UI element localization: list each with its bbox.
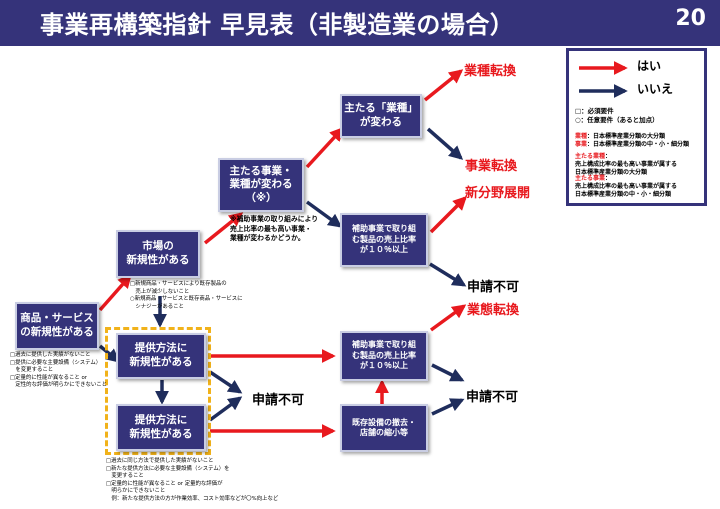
arrow-hojo-to-shinbunya xyxy=(429,196,467,234)
outcome-business-conversion: 事業転換 xyxy=(465,159,518,174)
legend-required: □：必須要件 xyxy=(575,107,614,115)
arrow-teikyo1-to-fuka xyxy=(209,370,243,394)
note-product-requirements: □過去に提供した実績がないこと □提供に必要な主要設備（システム） を変更するこ… xyxy=(10,352,108,389)
outcome-industry-conversion: 業種転換 xyxy=(464,64,517,79)
note-market-requirements: □新規商品・サービスにより既存製品の 売上が減少しないこと ○新規商品・サービス… xyxy=(130,281,243,310)
arrow-shijo-to-shutaru xyxy=(203,212,244,245)
legend-shutaru-jigyo-text: ： 売上構成比率の最も高い事業が属する 日本標準産業分類の中・小・細分類 xyxy=(575,175,678,199)
legend-jigyo-label: 事業 xyxy=(575,141,588,148)
outcome-format-conversion: 業態転換 xyxy=(467,303,520,318)
arrow-hojo-lower-to-fuka xyxy=(431,363,465,382)
box-sales-ratio-lower: 補助事業で取り組 む製品の売上比率 が１０％以上 xyxy=(340,331,428,381)
arrow-kison-to-fuka xyxy=(431,398,465,416)
box-sales-ratio-upper: 補助事業で取り組 む製品の売上比率 が１０％以上 xyxy=(340,213,428,267)
box-remove-equipment: 既存設備の撤去・ 店舗の縮小等 xyxy=(340,404,428,452)
box-main-industry-change: 主たる「業種」 が変わる xyxy=(340,94,422,138)
outcome-new-field: 新分野展開 xyxy=(465,186,531,201)
note-asterisk: ※補助事業の取り組みにより 売上比率の最も高い事業・ 業種が変わるかどうか。 xyxy=(230,215,319,243)
legend-no-label: いいえ xyxy=(637,82,674,96)
arrow-shutaru-to-hojo xyxy=(305,200,343,228)
legend-gyoshu-def: 業種：日本標準産業分類の大分類 xyxy=(575,133,665,141)
legend-shutaru-gyoshu-def: 主たる業種： 売上構成比率の最も高い事業が属する 日本標準産業分類の大分類 xyxy=(575,153,677,177)
page-number: 20 xyxy=(675,6,706,31)
legend-yes-label: はい xyxy=(637,59,662,73)
outcome-not-eligible-mid: 申請不可 xyxy=(252,393,305,408)
legend-optional: ○：任意要件（あると加点） xyxy=(575,116,659,124)
arrow-shutaru-to-gyoshu xyxy=(305,126,344,169)
outcome-not-eligible-right: 申請不可 xyxy=(467,280,520,295)
arrow-hojo-to-fuka xyxy=(429,262,467,287)
arrow-teikyo2-to-fuka xyxy=(208,396,243,422)
teikyo-dashed-group xyxy=(105,327,211,455)
arrow-gyoshu-to-jigyo xyxy=(426,127,464,160)
note-delivery-requirements: □過去に同じ方法で提供した実績がないこと □新たな提供方法に必要な主要設備（シス… xyxy=(106,458,279,502)
outcome-not-eligible-bottom: 申請不可 xyxy=(466,390,519,405)
arrow-hojo-to-gyotai xyxy=(429,304,467,332)
legend-gyoshu-label: 業種 xyxy=(575,133,588,140)
box-delivery-novelty-2: 提供方法に 新規性がある xyxy=(116,404,206,451)
arrow-shohin-to-shijo xyxy=(98,273,132,312)
header-bar: 事業再構築指針 早見表（非製造業の場合） 20 xyxy=(0,0,720,46)
legend-box: はい いいえ □：必須要件 ○：任意要件（あると加点） 業種：日本標準産業分類の… xyxy=(566,48,707,206)
legend-shutaru-gyoshu-label: 主たる業種 xyxy=(575,153,606,160)
box-delivery-novelty-1: 提供方法に 新規性がある xyxy=(116,333,206,379)
box-market-novelty: 市場の 新規性がある xyxy=(116,230,200,278)
page-title: 事業再構築指針 早見表（非製造業の場合） xyxy=(40,11,515,39)
legend-gyoshu-text: ：日本標準産業分類の大分類 xyxy=(587,133,666,140)
box-main-business-change: 主たる事業・ 業種が変わる （※） xyxy=(218,158,304,212)
arrow-gyoshu-to-gyoshutenkan xyxy=(423,69,464,102)
legend-jigyo-def: 事業：日本標準産業分類の中・小・細分類 xyxy=(575,141,689,149)
arrow-shohin-to-teikyo xyxy=(98,344,121,363)
box-shohin-service-novelty: 商品・サービス の新規性がある xyxy=(15,302,99,350)
legend-shutaru-gyoshu-text: ： 売上構成比率の最も高い事業が属する 日本標準産業分類の大分類 xyxy=(575,153,678,177)
legend-shutaru-jigyo-label: 主たる事業 xyxy=(575,175,606,182)
legend-shutaru-jigyo-def: 主たる事業： 売上構成比率の最も高い事業が属する 日本標準産業分類の中・小・細分… xyxy=(575,175,677,199)
legend-jigyo-text: ：日本標準産業分類の中・小・細分類 xyxy=(587,141,690,148)
